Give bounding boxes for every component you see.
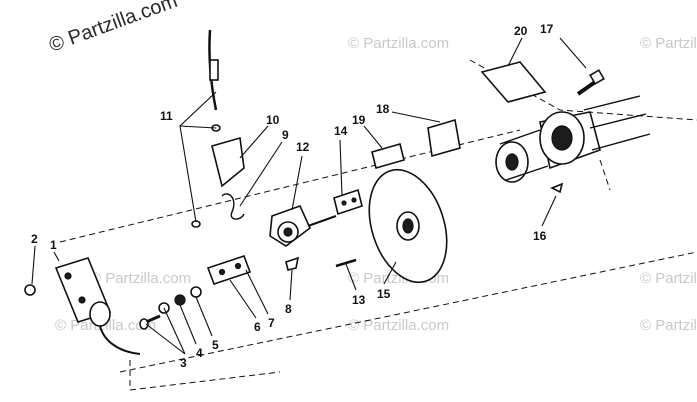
- part-8-clip: [285, 256, 300, 271]
- callout-16: 16: [533, 229, 547, 243]
- callout-13: 13: [352, 293, 366, 307]
- leader-13: [345, 263, 357, 291]
- part-1-mounting-plate: [54, 257, 141, 355]
- callout-5: 5: [212, 338, 219, 352]
- leader-16: [541, 195, 557, 227]
- part-2-nut: [24, 284, 36, 296]
- callout-11: 11: [160, 109, 173, 123]
- leader-10: [239, 125, 269, 159]
- callout-3: 3: [180, 356, 187, 370]
- guide-line-bottom: [129, 360, 281, 391]
- callout-10: 10: [266, 113, 280, 127]
- callout-labels: 1 2 3 4 5 6 7 8 9 10 11 12 13 14 15 16 1…: [31, 22, 554, 370]
- part-17-bolt: [576, 69, 605, 96]
- watermark-main: © Partzilla.com: [46, 0, 180, 57]
- leader-lines: [31, 37, 587, 355]
- callout-2: 2: [31, 232, 38, 246]
- watermark-top-right: © Partzilla.com: [640, 35, 697, 52]
- drive-sleeve: [495, 129, 549, 183]
- leader-4: [179, 304, 197, 345]
- leader-8: [289, 269, 293, 301]
- leader-17: [559, 37, 587, 69]
- callout-19: 19: [352, 113, 366, 127]
- part-20-plate: [480, 61, 547, 103]
- callout-1: 1: [50, 238, 57, 252]
- callout-18: 18: [376, 102, 390, 116]
- leader-1: [53, 251, 60, 262]
- watermark-mid-right: © Partzilla.com: [640, 270, 697, 287]
- leader-11b: [179, 125, 217, 129]
- leader-7: [245, 269, 269, 315]
- part-19-block: [371, 143, 405, 169]
- callout-8: 8: [285, 302, 292, 316]
- leader-3: [145, 307, 186, 355]
- throttle-cable-assembly: [191, 29, 245, 228]
- watermark-low-right: © Partzilla.com: [640, 317, 697, 334]
- leader-15: [383, 261, 397, 285]
- part-16-key: [550, 182, 564, 194]
- part-14-block: [333, 188, 363, 216]
- leader-5: [195, 296, 213, 337]
- guide-line-lower: [119, 251, 697, 373]
- callout-6: 6: [254, 320, 261, 334]
- callout-4: 4: [196, 346, 203, 360]
- part-13-pin: [335, 258, 357, 268]
- leader-6: [229, 279, 257, 319]
- callout-9: 9: [282, 128, 289, 142]
- crankshaft-hub: [539, 95, 651, 170]
- leader-19: [363, 125, 383, 149]
- leader-11: [179, 91, 217, 223]
- guide-line-right: [599, 159, 611, 191]
- leader-18: [391, 111, 441, 123]
- callout-17: 17: [540, 22, 554, 36]
- callout-20: 20: [514, 24, 528, 38]
- fasteners-group: [139, 286, 202, 330]
- part-15-sheave: [368, 168, 448, 284]
- leader-9: [239, 141, 283, 207]
- watermark-top-center: © Partzilla.com: [348, 35, 449, 52]
- watermark-low-center: © Partzilla.com: [348, 317, 449, 334]
- watermark-group: © Partzilla.com © Partzilla.com © Partzi…: [55, 35, 697, 334]
- part-6-link: [206, 254, 252, 286]
- part-18-bracket: [427, 118, 461, 158]
- watermark-mid-left: © Partzilla.com: [90, 270, 191, 287]
- part-12-actuator: [269, 204, 337, 247]
- leader-14: [339, 139, 343, 197]
- callout-14: 14: [334, 124, 348, 138]
- leader-20: [507, 37, 523, 67]
- leader-12: [291, 155, 303, 211]
- leader-2: [31, 245, 36, 285]
- callout-7: 7: [268, 316, 275, 330]
- callout-15: 15: [377, 287, 391, 301]
- callout-12: 12: [296, 140, 310, 154]
